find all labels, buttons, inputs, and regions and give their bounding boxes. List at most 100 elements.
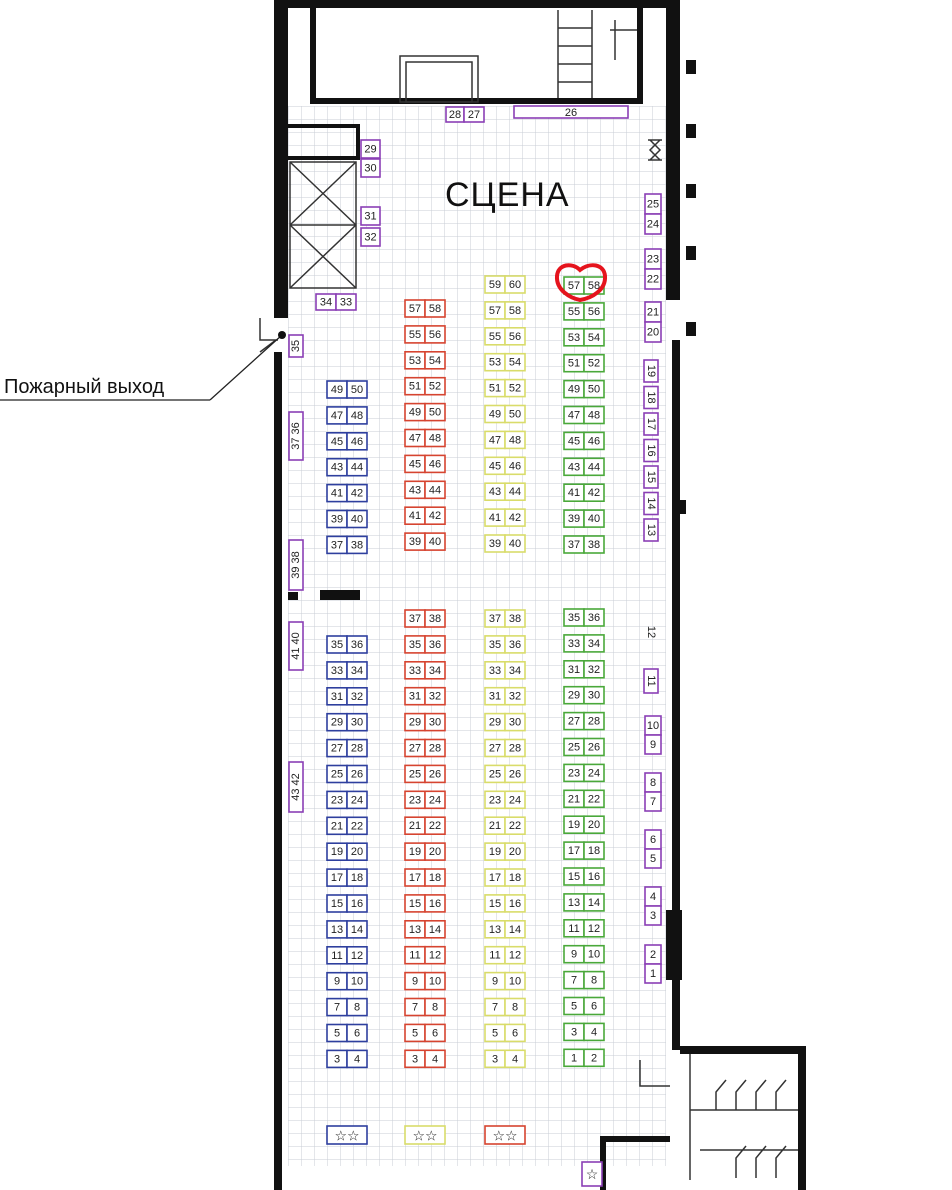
red-lower-seat-38-box[interactable]	[424, 609, 446, 628]
red-seat-44-box[interactable]	[424, 480, 446, 500]
blue-seat-50-box[interactable]	[346, 380, 368, 399]
blue-lower-seat-36-box[interactable]	[346, 635, 368, 654]
yellow-seat-42-box[interactable]	[504, 508, 526, 527]
green-lower-seat-12-box[interactable]	[583, 918, 605, 938]
green-seat-56-box[interactable]	[583, 302, 605, 321]
purple-seat-29-box[interactable]	[360, 139, 381, 159]
blue-lower-seat-24-box[interactable]	[346, 790, 368, 810]
purple-wall-seat-1[interactable]	[288, 334, 304, 358]
blue-lower-seat-18-box[interactable]	[346, 868, 368, 887]
yellow-seat-52-box[interactable]	[504, 378, 526, 398]
star-seat-box-1[interactable]	[326, 1125, 368, 1145]
yellow-lower-seat-10-box[interactable]	[504, 971, 526, 991]
green-lower-seat-20-box[interactable]	[583, 815, 605, 835]
red-lower-seat-18-box[interactable]	[424, 868, 446, 887]
yellow-lower-seat-8-box[interactable]	[504, 997, 526, 1017]
green-lower-seat-26-box[interactable]	[583, 737, 605, 757]
red-lower-seat-14-box[interactable]	[424, 919, 446, 939]
yellow-lower-seat-32-box[interactable]	[504, 686, 526, 706]
blue-seat-44-box[interactable]	[346, 457, 368, 477]
green-lower-seat-28-box[interactable]	[583, 711, 605, 731]
purple-seat-19[interactable]	[643, 359, 659, 383]
red-lower-seat-26-box[interactable]	[424, 764, 446, 784]
blue-lower-seat-20-box[interactable]	[346, 842, 368, 862]
purple-seat-30-box[interactable]	[360, 158, 381, 178]
red-lower-seat-30-box[interactable]	[424, 712, 446, 732]
yellow-lower-seat-22-box[interactable]	[504, 816, 526, 836]
purple-wall-seat-4[interactable]	[288, 621, 304, 671]
yellow-lower-seat-16-box[interactable]	[504, 894, 526, 913]
red-seat-56-box[interactable]	[424, 325, 446, 344]
purple-seat-20-box[interactable]	[644, 321, 662, 343]
green-lower-seat-32-box[interactable]	[583, 659, 605, 679]
red-seat-52-box[interactable]	[424, 376, 446, 396]
star-seat-box-4[interactable]	[581, 1161, 603, 1187]
yellow-seat-48-box[interactable]	[504, 430, 526, 450]
purple-seat-27-box[interactable]	[463, 106, 485, 123]
red-seat-50-box[interactable]	[424, 402, 446, 422]
red-seat-58-box[interactable]	[424, 299, 446, 318]
blue-lower-seat-4-box[interactable]	[346, 1049, 368, 1069]
green-seat-54-box[interactable]	[583, 327, 605, 347]
red-lower-seat-28-box[interactable]	[424, 738, 446, 758]
blue-lower-seat-8-box[interactable]	[346, 997, 368, 1017]
red-seat-40-box[interactable]	[424, 532, 446, 551]
blue-seat-42-box[interactable]	[346, 483, 368, 503]
yellow-lower-seat-30-box[interactable]	[504, 712, 526, 732]
purple-seat-33-box[interactable]	[335, 293, 357, 311]
green-seat-44-box[interactable]	[583, 457, 605, 477]
purple-seat-32-box[interactable]	[360, 227, 381, 247]
purple-wall-seat-3[interactable]	[288, 539, 304, 591]
blue-seat-48-box[interactable]	[346, 406, 368, 425]
purple-seat-7-box[interactable]	[644, 791, 662, 812]
blue-lower-seat-14-box[interactable]	[346, 920, 368, 939]
blue-lower-seat-10-box[interactable]	[346, 971, 368, 991]
red-lower-seat-34-box[interactable]	[424, 660, 446, 680]
blue-lower-seat-28-box[interactable]	[346, 738, 368, 758]
green-seat-40-box[interactable]	[583, 509, 605, 528]
green-seat-38-box[interactable]	[583, 535, 605, 554]
green-lower-seat-34-box[interactable]	[583, 634, 605, 653]
green-lower-seat-8-box[interactable]	[583, 970, 605, 990]
yellow-seat-44-box[interactable]	[504, 482, 526, 502]
green-lower-seat-16-box[interactable]	[583, 867, 605, 886]
green-seat-48-box[interactable]	[583, 405, 605, 425]
red-seat-46-box[interactable]	[424, 454, 446, 474]
red-lower-seat-20-box[interactable]	[424, 842, 446, 861]
green-lower-seat-14-box[interactable]	[583, 893, 605, 912]
green-lower-seat-4-box[interactable]	[583, 1022, 605, 1042]
red-lower-seat-10-box[interactable]	[424, 971, 446, 991]
star-seat-box-3[interactable]	[484, 1125, 526, 1145]
blue-lower-seat-12-box[interactable]	[346, 945, 368, 965]
yellow-seat-50-box[interactable]	[504, 404, 526, 424]
purple-wall-seat-5[interactable]	[288, 761, 304, 813]
yellow-seat-58-box[interactable]	[504, 301, 526, 320]
purple-seat-22-box[interactable]	[644, 268, 662, 290]
yellow-lower-seat-26-box[interactable]	[504, 764, 526, 784]
purple-seat-15[interactable]	[643, 465, 659, 489]
yellow-seat-54-box[interactable]	[504, 352, 526, 372]
yellow-lower-seat-36-box[interactable]	[504, 635, 526, 654]
red-lower-seat-6-box[interactable]	[424, 1023, 446, 1043]
yellow-lower-seat-34-box[interactable]	[504, 660, 526, 680]
green-lower-seat-6-box[interactable]	[583, 996, 605, 1016]
blue-seat-38-box[interactable]	[346, 535, 368, 555]
yellow-lower-seat-38-box[interactable]	[504, 609, 526, 628]
purple-seat-17[interactable]	[643, 412, 659, 436]
red-lower-seat-36-box[interactable]	[424, 635, 446, 654]
purple-seat-1-box[interactable]	[644, 963, 662, 984]
blue-seat-40-box[interactable]	[346, 509, 368, 529]
blue-lower-seat-26-box[interactable]	[346, 764, 368, 784]
red-lower-seat-22-box[interactable]	[424, 816, 446, 836]
green-lower-seat-30-box[interactable]	[583, 685, 605, 705]
blue-seat-46-box[interactable]	[346, 431, 368, 451]
purple-seat-24-box[interactable]	[644, 213, 662, 235]
green-lower-seat-22-box[interactable]	[583, 789, 605, 809]
yellow-lower-seat-14-box[interactable]	[504, 919, 526, 939]
red-lower-seat-16-box[interactable]	[424, 894, 446, 913]
yellow-seat-46-box[interactable]	[504, 456, 526, 476]
purple-seat-5-box[interactable]	[644, 848, 662, 869]
blue-lower-seat-32-box[interactable]	[346, 686, 368, 706]
red-lower-seat-8-box[interactable]	[424, 997, 446, 1017]
red-lower-seat-4-box[interactable]	[424, 1049, 446, 1069]
